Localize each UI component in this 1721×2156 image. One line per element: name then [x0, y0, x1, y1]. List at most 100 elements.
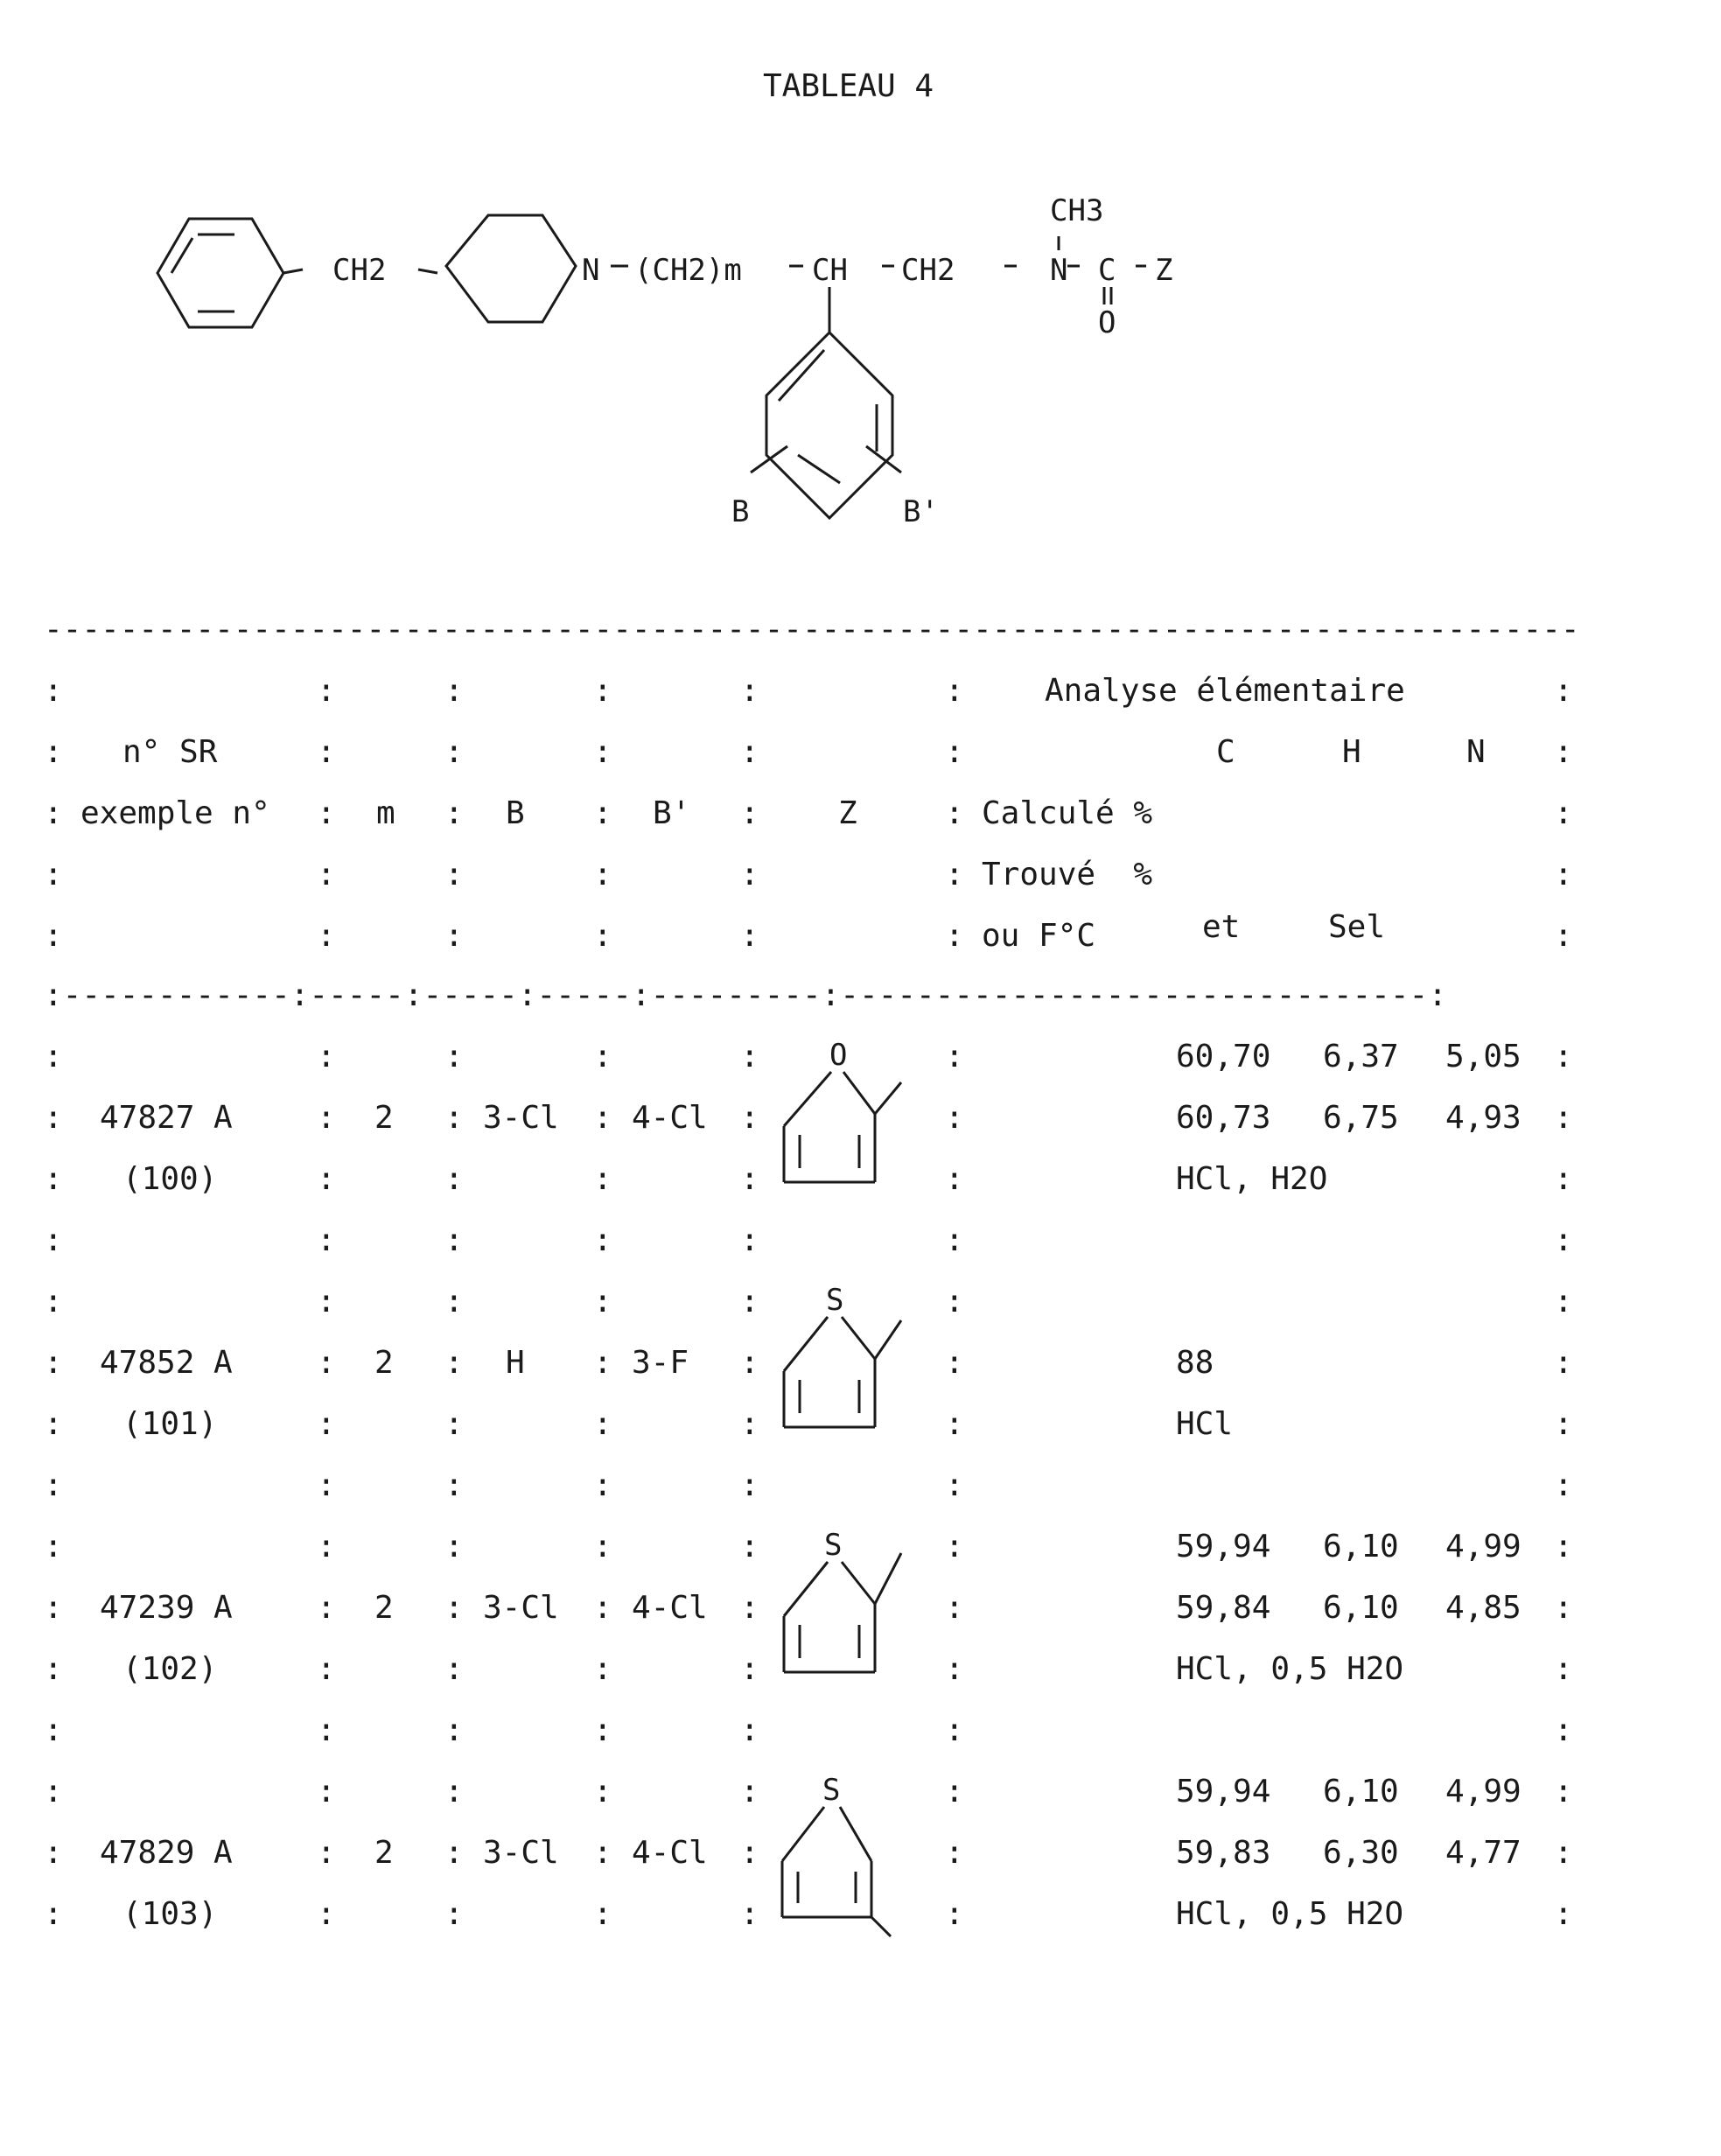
- column-separator: :: [945, 1346, 964, 1381]
- column-separator: :: [1554, 1530, 1573, 1564]
- row-found-c: 60,73: [1176, 1101, 1270, 1136]
- column-separator: :: [945, 1774, 964, 1810]
- table-top-rule: ----------------------------------------…: [44, 612, 1584, 648]
- header-fc: ou F°C: [982, 919, 1095, 954]
- column-separator: :: [44, 1652, 63, 1687]
- row-example: (102): [122, 1652, 217, 1687]
- formula-ch: CH: [812, 253, 848, 288]
- column-separator: :: [593, 1407, 612, 1442]
- furan-ring: O: [770, 1037, 919, 1194]
- formula-carbonyl-c: C: [1098, 253, 1116, 288]
- row-m: 2: [374, 1591, 394, 1626]
- column-separator: :: [44, 1346, 63, 1381]
- row-example: (103): [122, 1897, 217, 1932]
- column-separator: :: [945, 1223, 964, 1258]
- column-separator: :: [317, 1407, 336, 1442]
- row-calc-c: 59,94: [1176, 1530, 1270, 1564]
- column-separator: :: [1554, 1652, 1573, 1687]
- row-calc-c: 59,94: [1176, 1774, 1270, 1810]
- column-separator: :: [444, 1897, 464, 1932]
- column-separator: :: [740, 1897, 759, 1932]
- column-separator: :: [593, 1468, 612, 1503]
- thiophene-ring: S: [770, 1282, 919, 1439]
- formula-n-amide: N: [1050, 253, 1067, 288]
- column-separator: :: [593, 1040, 612, 1074]
- column-separator: :: [740, 1774, 759, 1810]
- column-separator: :: [444, 1652, 464, 1687]
- thiophene-ring: S: [770, 1527, 919, 1684]
- svg-text:S: S: [826, 1283, 843, 1318]
- row-b: 3-Cl: [483, 1836, 559, 1871]
- column-separator: :: [317, 1162, 336, 1197]
- column-separator: :: [44, 1101, 63, 1136]
- column-separator: :: [444, 1774, 464, 1810]
- column-separator: :: [317, 1836, 336, 1871]
- row-salt: HCl, H2O: [1176, 1162, 1327, 1197]
- column-separator: :: [740, 1591, 759, 1626]
- row-sr: 47827 A: [100, 1101, 233, 1136]
- column-separator: :: [740, 1101, 759, 1136]
- column-separator: :: [44, 1713, 63, 1748]
- row-b-prime: 4-Cl: [632, 1101, 708, 1136]
- header-trouve: Trouvé %: [982, 858, 1152, 892]
- column-separator: :: [44, 1223, 63, 1258]
- column-separator: :: [740, 1836, 759, 1871]
- formula-n-piperidine: N: [582, 253, 599, 288]
- header-sr: n° SR: [122, 735, 217, 770]
- column-separator: :: [444, 1223, 464, 1258]
- column-separator: :: [945, 1713, 964, 1748]
- row-found-c: 59,84: [1176, 1591, 1270, 1626]
- phenyl-ring: [766, 332, 892, 518]
- column-separator: :: [1554, 1284, 1573, 1320]
- header-analyse: Analyse élémentaire: [1045, 674, 1405, 709]
- column-separator: :: [444, 1407, 464, 1442]
- column-separator: :: [593, 1530, 612, 1564]
- column-separator: :: [444, 1346, 464, 1381]
- column-separator: :: [1554, 1101, 1573, 1136]
- header-m: m: [376, 796, 395, 831]
- row-salt: HCl, 0,5 H2O: [1176, 1897, 1403, 1932]
- formula-b-prime: B': [903, 494, 939, 529]
- column-separator: :: [1554, 1713, 1573, 1748]
- column-separator: :: [44, 1468, 63, 1503]
- column-separator: :: [317, 1591, 336, 1626]
- formula-ch3: CH3: [1050, 193, 1103, 228]
- header-c: C: [1216, 735, 1235, 770]
- column-separator: :: [945, 1530, 964, 1564]
- header-sel: Sel: [1328, 910, 1385, 945]
- row-found-c: 59,83: [1176, 1836, 1270, 1871]
- column-separator: :: [444, 1468, 464, 1503]
- column-separator: :: [444, 1101, 464, 1136]
- column-separator: :: [593, 1591, 612, 1626]
- formula-ch2-benzyl: CH2: [332, 253, 386, 288]
- column-separator: :: [1554, 1407, 1573, 1442]
- header-z: Z: [838, 796, 857, 831]
- row-calc-n: 5,05: [1445, 1040, 1522, 1074]
- row-found-h: 6,75: [1323, 1101, 1399, 1136]
- column-separator: :: [740, 1407, 759, 1442]
- formula-ch2m: (CH2)m: [634, 253, 742, 288]
- row-b: H: [506, 1346, 525, 1381]
- column-separator: :: [317, 1284, 336, 1320]
- column-separator: :: [44, 1591, 63, 1626]
- row-calc-h: 6,10: [1323, 1774, 1399, 1810]
- column-separator: :: [317, 1101, 336, 1136]
- column-separator: :: [44, 1897, 63, 1932]
- column-separator: :: [1554, 1468, 1573, 1503]
- column-separator: :: [593, 1101, 612, 1136]
- column-separator: :: [945, 1162, 964, 1197]
- formula-z: Z: [1155, 253, 1172, 288]
- row-m: 2: [374, 1346, 394, 1381]
- column-separator: :: [740, 1284, 759, 1320]
- column-separator: :: [44, 1530, 63, 1564]
- column-separator: :: [593, 1774, 612, 1810]
- column-separator: :: [1554, 1897, 1573, 1932]
- column-separator: :: [317, 1652, 336, 1687]
- header-et: et: [1202, 910, 1240, 945]
- column-separator: :: [317, 1040, 336, 1074]
- column-separator: :: [945, 1407, 964, 1442]
- row-calc-h: 6,37: [1323, 1040, 1399, 1074]
- column-separator: :: [740, 1040, 759, 1074]
- column-separator: :: [740, 1162, 759, 1197]
- column-separator: :: [1554, 1836, 1573, 1871]
